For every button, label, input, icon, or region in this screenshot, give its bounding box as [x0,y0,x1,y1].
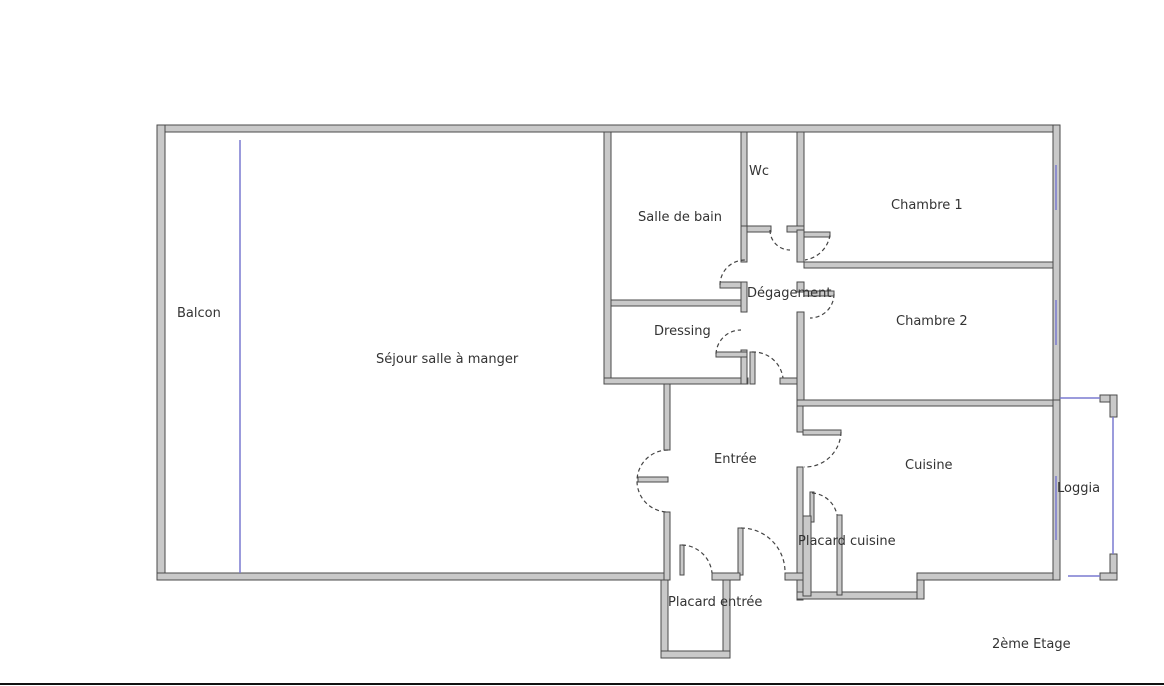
room-label-cuisine: Cuisine [905,458,953,473]
room-label-wc: Wc [749,164,770,179]
room-label-entree: Entrée [714,452,757,467]
bottom-divider [0,683,1164,685]
room-label-chambre1: Chambre 1 [891,198,963,213]
room-label-degagement: Dégagement [747,286,832,301]
door-swings [636,229,842,574]
room-label-salle-de-bain: Salle de bain [638,210,723,225]
room-label-placard-cuisine: Placard cuisine [798,534,896,549]
walls [156,124,1118,659]
room-label-sejour: Séjour salle à manger [376,352,519,367]
room-label-dressing: Dressing [654,324,711,339]
floor-label: 2ème Etage [992,637,1071,652]
room-label-placard-entree: Placard entrée [668,595,763,610]
room-label-balcon: Balcon [177,306,221,321]
room-label-loggia: Loggia [1057,481,1101,496]
room-label-chambre2: Chambre 2 [896,314,968,329]
windows [239,140,1114,577]
